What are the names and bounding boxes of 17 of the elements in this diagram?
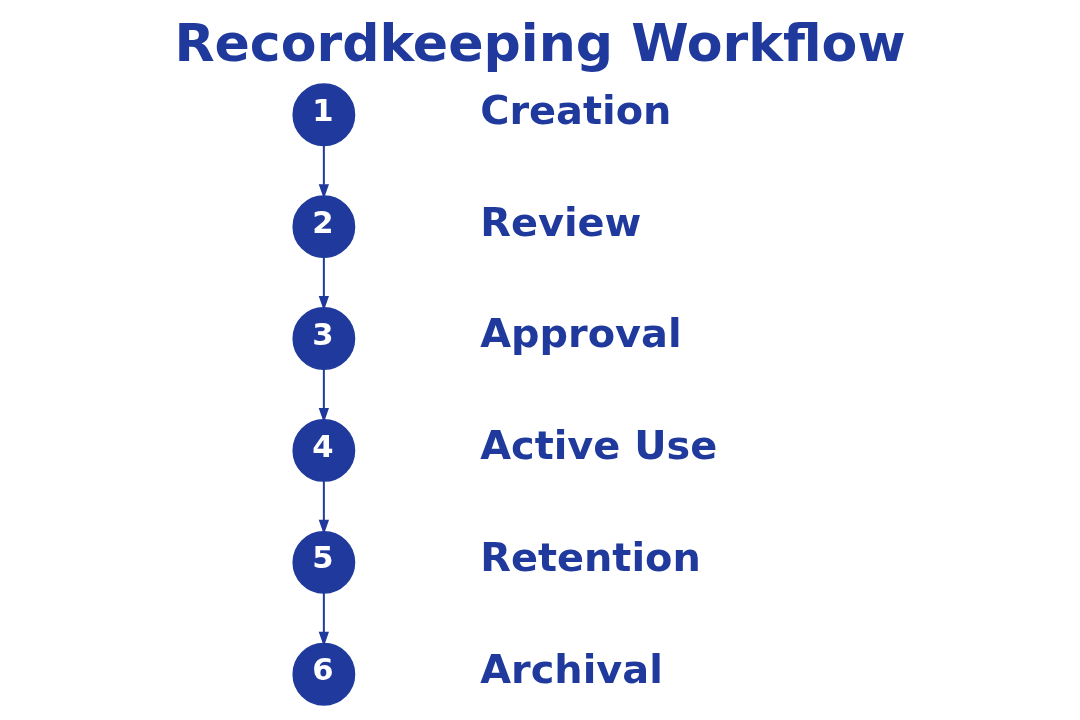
- node-label: Approval: [480, 310, 682, 357]
- node-circle: 4: [292, 419, 356, 482]
- node-circle: 6: [292, 642, 356, 706]
- arrow: [318, 368, 329, 423]
- node-label: Review: [480, 198, 642, 245]
- node-label: Retention: [480, 534, 701, 581]
- node-circle: 1: [292, 83, 356, 147]
- arrow: [318, 480, 329, 535]
- node-circle: 5: [292, 530, 356, 594]
- node-label: Creation: [480, 86, 672, 133]
- node-circle: 3: [292, 307, 356, 370]
- arrow: [318, 144, 329, 199]
- node-label: Archival: [480, 646, 663, 693]
- node-circle: 2: [292, 195, 356, 259]
- diagram-title: Recordkeeping Workflow: [174, 12, 906, 73]
- node-label: Active Use: [480, 422, 718, 469]
- arrow: [318, 256, 329, 311]
